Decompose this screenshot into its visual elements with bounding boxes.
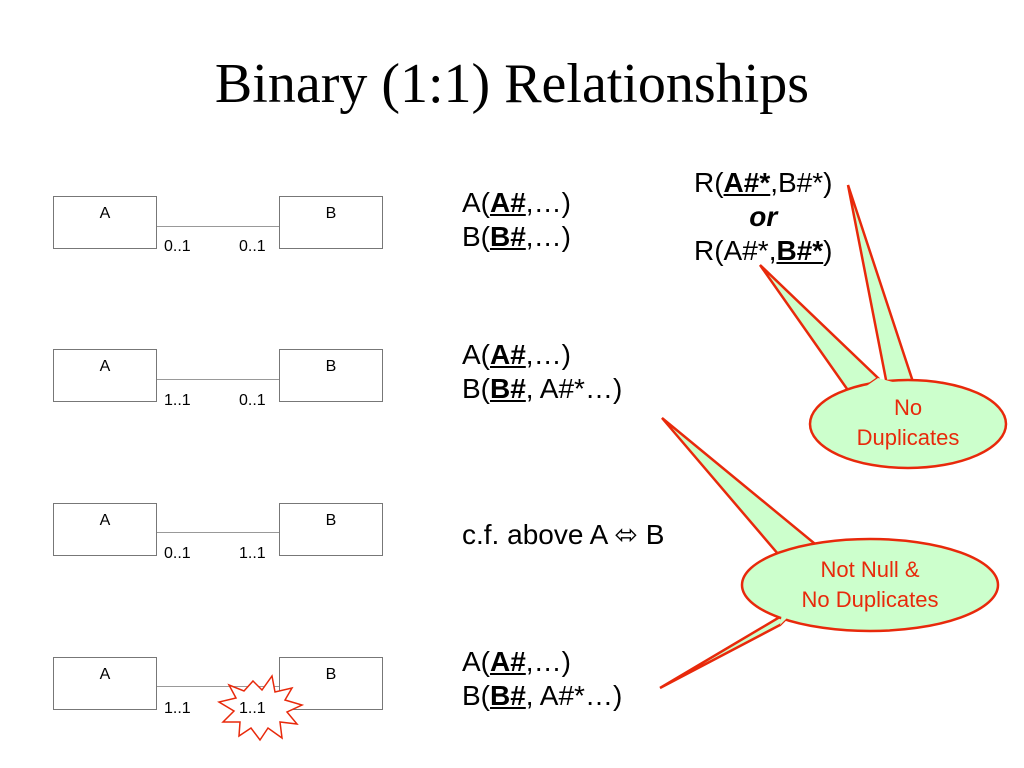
entity-a-row3: A xyxy=(53,503,157,556)
entity-a-row1: A xyxy=(53,196,157,249)
schema-a-row4: A(A#,…) xyxy=(462,645,622,679)
schema-row4: A(A#,…) B(B#, A#*…) xyxy=(462,645,622,713)
relationship-line-row4 xyxy=(157,686,279,687)
entity-b-row3: B xyxy=(279,503,383,556)
callout-line: Not Null & xyxy=(820,557,920,582)
relation-r-option2: R(A#*,B#*) xyxy=(694,234,833,268)
not-null-callout-text: Not Null & No Duplicates xyxy=(742,555,998,615)
schema-text: A( xyxy=(462,339,490,370)
schema-text: B( xyxy=(462,680,490,711)
multiplicity-b-row2: 0..1 xyxy=(239,392,266,409)
schema-text: ,…) xyxy=(525,646,571,677)
entity-b-row4: B xyxy=(279,657,383,710)
schema-b-row4: B(B#, A#*…) xyxy=(462,679,622,713)
no-duplicates-balloon xyxy=(808,378,1008,470)
schema-text: , A#*…) xyxy=(525,373,623,404)
multiplicity-b-row4: 1..1 xyxy=(239,700,266,717)
primary-key: A# xyxy=(490,646,526,677)
multiplicity-a-row2: 1..1 xyxy=(164,392,191,409)
primary-key: B#* xyxy=(776,235,824,266)
schema-row2: A(A#,…) B(B#, A#*…) xyxy=(462,338,622,406)
slide-title: Binary (1:1) Relationships xyxy=(214,53,810,115)
schema-text: ) xyxy=(823,235,833,266)
entity-a-row4: A xyxy=(53,657,157,710)
schema-text: B( xyxy=(462,373,490,404)
multiplicity-a-row3: 0..1 xyxy=(164,545,191,562)
schema-text: R(A#*, xyxy=(694,235,777,266)
relationship-line-row1 xyxy=(157,226,279,227)
primary-key: B# xyxy=(490,221,526,252)
multiplicity-a-row4: 1..1 xyxy=(164,700,191,717)
no-duplicates-callout-text: No Duplicates xyxy=(810,393,1006,453)
multiplicity-b-row3: 1..1 xyxy=(239,545,266,562)
or-label: or xyxy=(749,201,778,232)
schema-row1: A(A#,…) B(B#,…) xyxy=(462,186,571,254)
cf-note: c.f. above A ⬄ B xyxy=(462,519,665,550)
primary-key: A# xyxy=(490,187,526,218)
callout-line: No xyxy=(893,395,923,420)
schema-text: , A#*…) xyxy=(525,680,623,711)
not-null-pointer-1 xyxy=(661,417,823,570)
relation-r-option1: R(A#*,B#*) xyxy=(694,166,833,200)
multiplicity-a-row1: 0..1 xyxy=(164,238,191,255)
relationship-line-row3 xyxy=(157,532,279,533)
entity-b-row1: B xyxy=(279,196,383,249)
entity-b-row2: B xyxy=(279,349,383,402)
schema-text: R( xyxy=(694,167,724,198)
callout-line: Duplicates xyxy=(856,425,960,450)
multiplicity-b-row1: 0..1 xyxy=(239,238,266,255)
primary-key: B# xyxy=(490,680,526,711)
relation-r-schema: R(A#*,B#*) or R(A#*,B#*) xyxy=(694,166,833,268)
schema-text: A( xyxy=(462,187,490,218)
schema-text: ,B#*) xyxy=(770,167,833,198)
primary-key: A# xyxy=(490,339,526,370)
schema-text: ,…) xyxy=(525,187,571,218)
schema-a-row1: A(A#,…) xyxy=(462,186,571,220)
primary-key: A#* xyxy=(723,167,771,198)
schema-text: ,…) xyxy=(525,221,571,252)
schema-text: A( xyxy=(462,646,490,677)
schema-b-row1: B(B#,…) xyxy=(462,220,571,254)
primary-key: B# xyxy=(490,373,526,404)
callout-line: No Duplicates xyxy=(801,587,939,612)
schema-text: ,…) xyxy=(525,339,571,370)
no-duplicates-pointer-2 xyxy=(758,264,880,398)
entity-a-row2: A xyxy=(53,349,157,402)
schema-a-row2: A(A#,…) xyxy=(462,338,622,372)
relationship-line-row2 xyxy=(157,379,279,380)
schema-text: B( xyxy=(462,221,490,252)
schema-b-row2: B(B#, A#*…) xyxy=(462,372,622,406)
